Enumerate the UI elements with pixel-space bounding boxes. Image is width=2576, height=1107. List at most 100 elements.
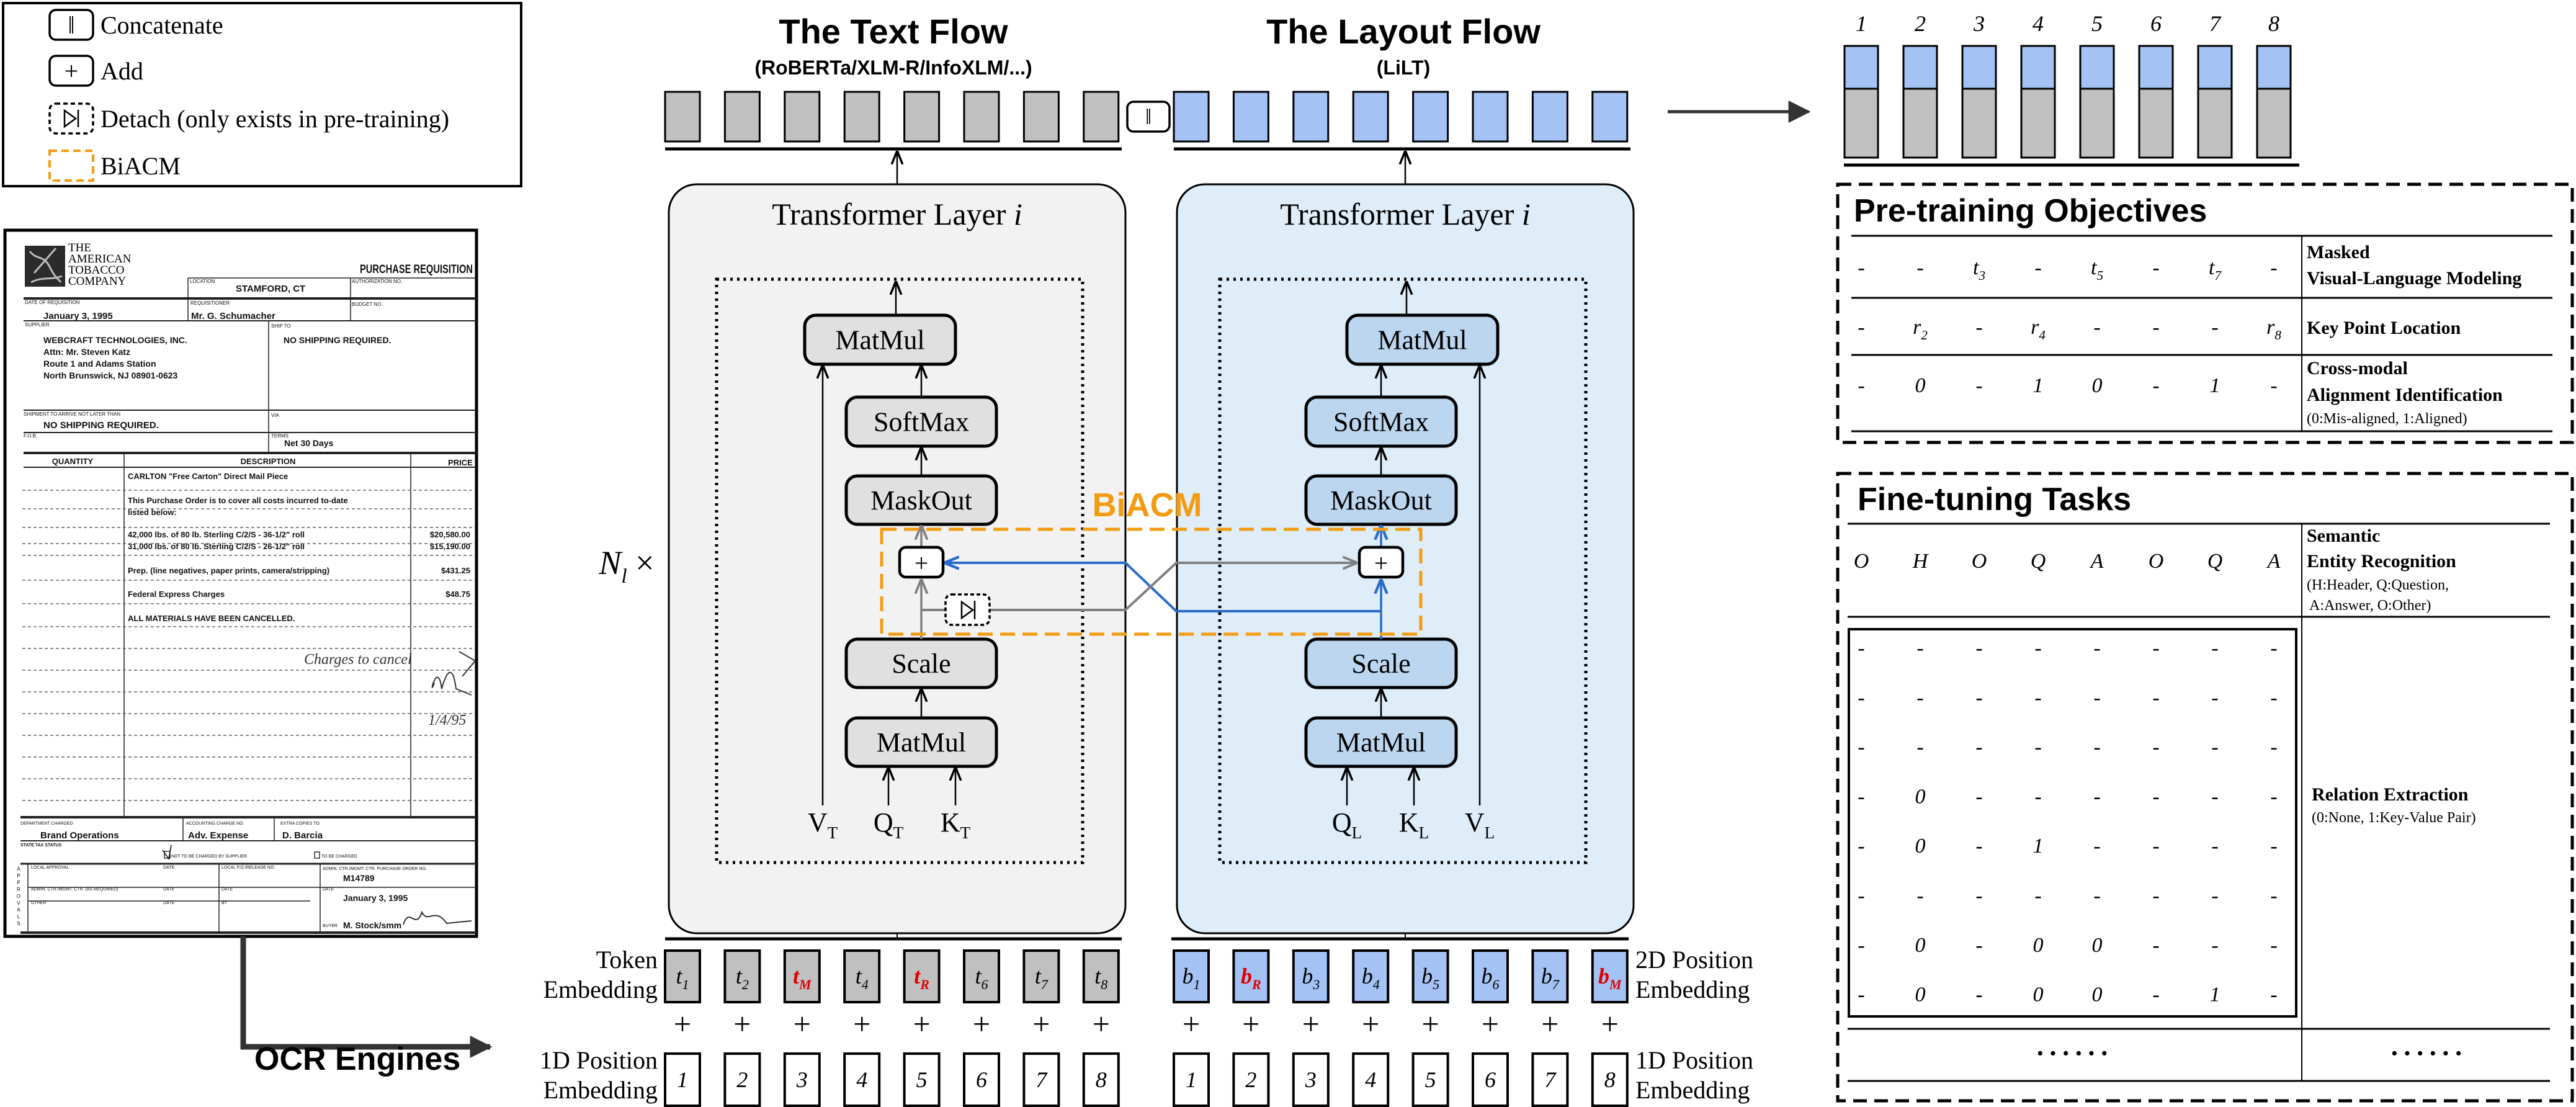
text-part (1961, 87, 1997, 159)
buyer-signature-icon (403, 910, 472, 925)
re-matrix-cell: - (2270, 686, 2277, 709)
layout-token-embedding: b7 (1531, 949, 1569, 1003)
output-token: 6 (2138, 11, 2174, 159)
objective-cell: - (1858, 374, 1864, 397)
re-matrix-box (1848, 628, 2297, 1018)
re-matrix-cell: - (1858, 884, 1864, 907)
document-field: Attn: Mr. Steven Katz (43, 347, 130, 357)
re-matrix-cell: - (2034, 884, 2041, 907)
ser-label-cell: A (2266, 550, 2281, 573)
plus-sign: + (1093, 1006, 1110, 1041)
pretraining-objectives-panel: Pre-training Objectives--t3-t5-t7-Masked… (1836, 182, 2574, 444)
document-field: 31,000 lbs. of 80 lb. Sterling C/2/S - 2… (128, 542, 305, 551)
re-matrix-cell: - (2270, 785, 2277, 808)
matmul_bottom-block: MatMul (1304, 716, 1458, 768)
ser-label-cell: H (1912, 550, 1930, 573)
layout-transformer-layer: Transformer Layer iMatMulSoftMaxMaskOutS… (1176, 183, 1635, 939)
maskout-block: MaskOut (1304, 474, 1458, 526)
attention-input: VT (808, 365, 838, 842)
embedding-label: Embedding (543, 1076, 658, 1104)
layout-token-label-subscript: M (1609, 977, 1622, 992)
objective-cell-base: t (1973, 256, 1980, 279)
layout-token-label-subscript: R (1251, 977, 1261, 992)
num-layers-label-subscript: l (621, 565, 627, 588)
re-matrix-cell: 1 (2033, 835, 2044, 858)
embedding-label: 1D Position (1635, 1046, 1753, 1074)
position-index: 1 (1186, 1067, 1197, 1092)
input-label-base: K (1399, 807, 1419, 838)
document-field: This Purchase Order is to cover all cost… (128, 496, 348, 505)
input-label-base: Q (874, 807, 893, 838)
document-field: NOT TO BE CHARGED BY SUPPLIER (171, 854, 247, 859)
position-index: 5 (916, 1067, 928, 1092)
text-token-label-base: t (856, 964, 862, 988)
legend-symbol: ‖ (68, 11, 74, 39)
ocr-engines-label: OCR Engines (254, 1041, 460, 1077)
position-box (1411, 1052, 1449, 1107)
output-index: 6 (2150, 11, 2162, 36)
text-token-embedding: t7 (1022, 949, 1060, 1003)
output-token: 8 (2256, 11, 2292, 159)
re-matrix-cell: - (1975, 785, 1982, 808)
document-field: DATE (163, 901, 174, 905)
layout-token-embedding: b3 (1292, 949, 1330, 1003)
approvals-vertical-label: APPROVALS (16, 866, 22, 928)
add-icon: + (48, 55, 94, 87)
layout-token-label-base: b (1302, 964, 1313, 988)
attention-input: KT (941, 768, 971, 842)
re-matrix-cell: - (1916, 637, 1923, 660)
re-matrix-row: -------- (1858, 736, 2277, 759)
layout-output-token (1472, 91, 1509, 143)
document-field: PRICE (448, 458, 473, 467)
scale-block: Scale (844, 637, 998, 689)
legend-swatch (48, 9, 94, 41)
position-box (1472, 1052, 1509, 1107)
layout-position-embedding: 3 (1292, 1052, 1330, 1107)
re-matrix-cell: 1 (2210, 984, 2220, 1006)
softmax-label: SoftMax (874, 407, 969, 437)
ser-task-name: Entity Recognition (2307, 551, 2456, 571)
objective-cell: t7 (2209, 256, 2222, 283)
objective-note: (0:Mis-aligned, 1:Aligned) (2307, 411, 2467, 427)
objective-cell: 1 (2210, 374, 2220, 397)
output-index: 5 (2091, 11, 2103, 36)
ser-note: A:Answer, O:Other) (2309, 598, 2431, 614)
re-matrix-cell: - (2152, 736, 2159, 759)
plus-sign: + (1302, 1006, 1320, 1041)
objective-cell: r8 (2266, 316, 2281, 343)
ser-label-cell: O (2149, 550, 2164, 573)
position-box (1591, 1052, 1629, 1107)
objective-cell: - (2270, 256, 2277, 279)
objective-cell: r2 (1913, 316, 1928, 343)
document-field: DATE OF REQUISITION (25, 300, 80, 305)
text-token-label-subscript: 2 (742, 977, 749, 992)
text-position-embedding: 8 (1082, 1052, 1120, 1107)
text-token-box (783, 949, 821, 1003)
text-token-embedding: t2 (723, 949, 761, 1003)
text-token-label-base: t (736, 964, 743, 988)
document-field: DESCRIPTION (241, 457, 296, 466)
more-tasks-ellipsis: ······ (2390, 1038, 2467, 1069)
re-matrix-row: -0-1---- (1858, 835, 2277, 858)
text-token-label: t7 (1035, 964, 1049, 992)
document-field: QUANTITY (52, 457, 94, 466)
matmul_top-box (1345, 313, 1500, 366)
layout-token-label: b7 (1541, 964, 1560, 992)
text-output-token (1083, 91, 1120, 143)
text-part (2079, 87, 2115, 159)
objective-cell-subscript: 8 (2274, 328, 2281, 343)
layout-token-box (1591, 949, 1629, 1003)
input-embeddings: t1+1b1+1t2+2bR+2tM+3b3+3t4+4b4+4tR+5b5+5… (540, 937, 1753, 1107)
position-index: 2 (736, 1067, 748, 1092)
input-label-base: K (941, 807, 960, 838)
re-matrix-cell: - (1975, 637, 1982, 660)
re-matrix-cell: - (1975, 984, 1982, 1006)
checked-box-icon (164, 851, 171, 859)
layout-output-token (1531, 91, 1568, 143)
re-matrix-cell: - (1975, 884, 1982, 907)
text-output-token (903, 91, 941, 143)
legend-label: BiACM (101, 152, 181, 180)
